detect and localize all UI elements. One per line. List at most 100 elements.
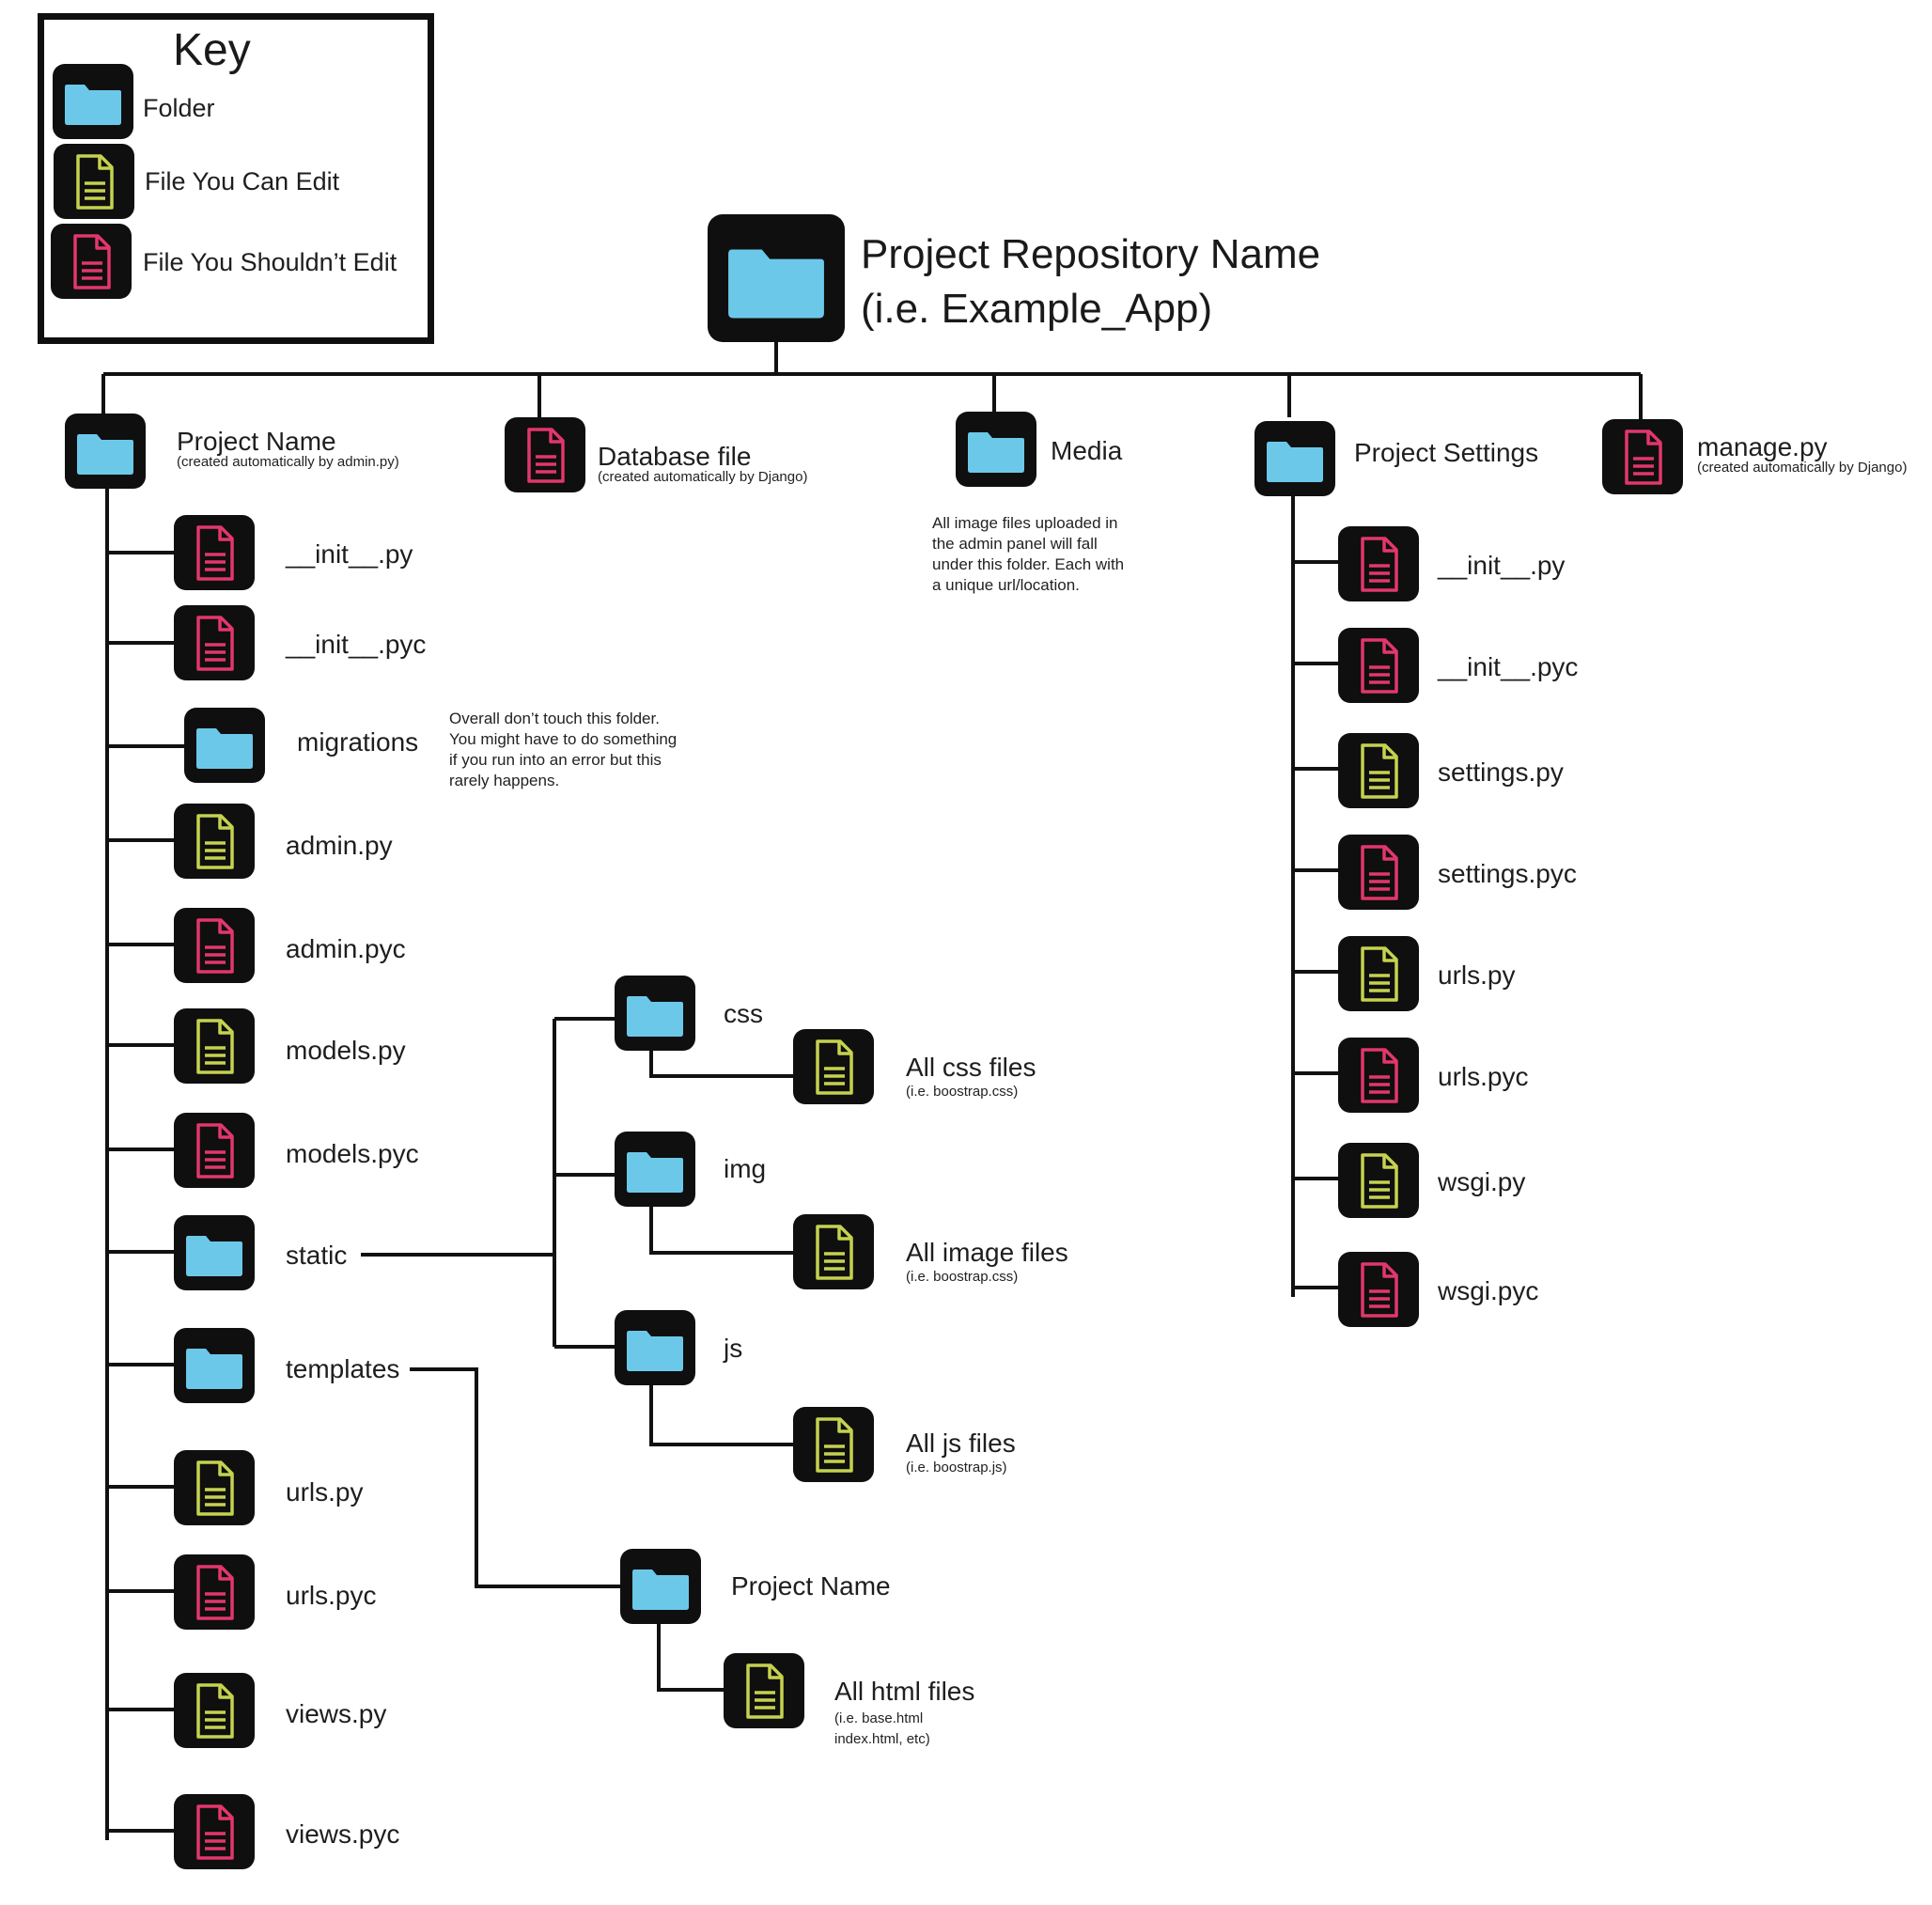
media-note-line: All image files uploaded in [932, 514, 1118, 532]
folder-label: static [286, 1241, 348, 1270]
root-title: Project Repository Name (i.e. Example_Ap… [861, 227, 1320, 336]
file-label: views.py [286, 1699, 387, 1728]
media-note: All image files uploaded in the admin pa… [932, 513, 1124, 596]
folder-label: img [724, 1154, 767, 1183]
file-label: All js files [906, 1429, 1016, 1458]
models-py-icon[interactable] [174, 1008, 255, 1084]
root-title-line1: Project Repository Name [861, 231, 1321, 277]
project-settings-label: Project Settings [1354, 438, 1539, 467]
project-name-label: Project Name [177, 427, 336, 456]
project-settings-folder-icon[interactable] [1254, 421, 1335, 496]
file-label: views.pyc [286, 1819, 400, 1849]
file-sub: (i.e. boostrap.js) [906, 1460, 1007, 1476]
html-files-icon[interactable] [724, 1653, 804, 1728]
database-file-label: Database file [598, 442, 752, 471]
file-label: urls.pyc [286, 1581, 377, 1610]
file-label: models.py [286, 1036, 406, 1065]
js-files-icon[interactable] [793, 1407, 874, 1482]
file-label: wsgi.pyc [1438, 1276, 1539, 1305]
file-label: settings.py [1438, 757, 1564, 787]
file-label: wsgi.py [1438, 1167, 1526, 1196]
folder-label: css [724, 999, 763, 1028]
settings-init-pyc-icon[interactable] [1338, 628, 1419, 703]
file-label: urls.py [286, 1477, 364, 1507]
file-label: urls.pyc [1438, 1062, 1529, 1091]
urls-pyc-icon[interactable] [174, 1554, 255, 1630]
key-title: Key [173, 25, 251, 75]
file-label: __init__.py [286, 539, 413, 569]
media-label: Media [1051, 436, 1123, 465]
file-label: admin.pyc [286, 934, 406, 963]
templates-folder-icon[interactable] [174, 1328, 255, 1403]
migrations-folder-icon[interactable] [184, 708, 265, 783]
css-folder-icon[interactable] [615, 976, 695, 1051]
urls-py-icon[interactable] [174, 1450, 255, 1525]
project-name-folder-icon[interactable] [65, 414, 146, 489]
init-pyc-icon[interactable] [174, 605, 255, 680]
database-file-sub: (created automatically by Django) [598, 469, 808, 485]
key-legend-box [38, 13, 434, 344]
wsgi-py-icon[interactable] [1338, 1143, 1419, 1218]
settings-urls-pyc-icon[interactable] [1338, 1038, 1419, 1113]
file-label: __init__.pyc [286, 630, 427, 659]
settings-urls-py-icon[interactable] [1338, 936, 1419, 1011]
file-label: admin.py [286, 831, 393, 860]
manage-py-label: manage.py [1697, 432, 1828, 461]
settings-py-icon[interactable] [1338, 733, 1419, 808]
file-sub: (i.e. boostrap.css) [906, 1084, 1019, 1100]
file-label: All image files [906, 1238, 1068, 1267]
folder-icon [53, 64, 133, 139]
folder-label: migrations [297, 727, 419, 757]
root-folder-icon[interactable] [708, 214, 845, 342]
img-folder-icon[interactable] [615, 1132, 695, 1207]
init-py-icon[interactable] [174, 515, 255, 590]
database-file-icon[interactable] [505, 417, 585, 492]
file-label: models.pyc [286, 1139, 419, 1168]
folder-label: js [724, 1334, 743, 1363]
settings-init-py-icon[interactable] [1338, 526, 1419, 601]
folder-label: templates [286, 1354, 400, 1383]
key-editable-label: File You Can Edit [145, 167, 340, 195]
media-note-line: under this folder. Each with [932, 555, 1125, 573]
admin-py-icon[interactable] [174, 804, 255, 879]
file-label: All css files [906, 1053, 1036, 1082]
templates-project-folder-icon[interactable] [620, 1549, 701, 1624]
manage-py-sub: (created automatically by Django) [1697, 460, 1908, 476]
settings-pyc-icon[interactable] [1338, 835, 1419, 910]
media-folder-icon[interactable] [956, 412, 1036, 487]
js-folder-icon[interactable] [615, 1310, 695, 1385]
migrations-note-line: You might have to do something [449, 730, 678, 748]
models-pyc-icon[interactable] [174, 1113, 255, 1188]
manage-py-icon[interactable] [1602, 419, 1683, 494]
static-folder-icon[interactable] [174, 1215, 255, 1290]
key-protected-label: File You Shouldn’t Edit [143, 248, 397, 276]
project-name-sub: (created automatically by admin.py) [177, 454, 399, 470]
file-sub-line: index.html, etc) [834, 1731, 930, 1747]
file-sub: (i.e. boostrap.css) [906, 1269, 1019, 1285]
editable-file-icon [54, 144, 134, 219]
admin-pyc-icon[interactable] [174, 908, 255, 983]
protected-file-icon [51, 224, 132, 299]
migrations-note-line: Overall don’t touch this folder. [449, 710, 660, 727]
media-note-line: a unique url/location. [932, 576, 1080, 594]
image-files-icon[interactable] [793, 1214, 874, 1289]
wsgi-pyc-icon[interactable] [1338, 1252, 1419, 1327]
file-label: All html files [834, 1677, 975, 1706]
file-sub: (i.e. base.html index.html, etc) [834, 1709, 930, 1750]
media-note-line: the admin panel will fall [932, 535, 1098, 553]
migrations-note-line: rarely happens. [449, 772, 560, 789]
views-pyc-icon[interactable] [174, 1794, 255, 1869]
root-title-line2: (i.e. Example_App) [861, 286, 1213, 332]
file-label: __init__.pyc [1438, 652, 1579, 681]
migrations-note-line: if you run into an error but this [449, 751, 662, 769]
views-py-icon[interactable] [174, 1673, 255, 1748]
css-files-icon[interactable] [793, 1029, 874, 1104]
key-folder-label: Folder [143, 94, 215, 122]
file-label: urls.py [1438, 960, 1516, 990]
file-sub-line: (i.e. base.html [834, 1710, 924, 1726]
migrations-note: Overall don’t touch this folder. You mig… [449, 709, 677, 791]
folder-label: Project Name [731, 1571, 891, 1601]
file-label: __init__.py [1438, 551, 1566, 580]
